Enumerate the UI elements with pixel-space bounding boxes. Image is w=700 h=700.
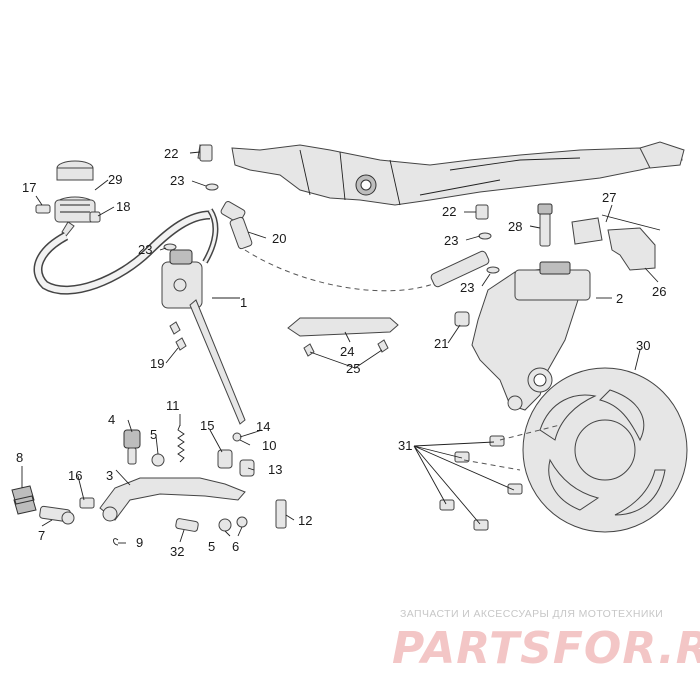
part-label: 5 bbox=[208, 539, 215, 554]
part-label: 17 bbox=[22, 180, 36, 195]
part-label: 18 bbox=[116, 199, 130, 214]
part-label: 23 bbox=[444, 233, 458, 248]
bleed-pin bbox=[537, 203, 553, 247]
chain-guard bbox=[287, 317, 399, 357]
brake-hose bbox=[33, 208, 219, 295]
part-label: 25 bbox=[346, 361, 360, 376]
watermark: ЗАПЧАСТИ И АКСЕССУАРЫ ДЛЯ МОТОТЕХНИКИ PA… bbox=[392, 608, 700, 674]
part-label: 24 bbox=[340, 344, 354, 359]
caliper-bolts bbox=[35, 144, 500, 274]
part-label: 19 bbox=[150, 356, 164, 371]
part-label: 23 bbox=[170, 173, 184, 188]
part-label: 22 bbox=[164, 146, 178, 161]
part-label: 20 bbox=[272, 231, 286, 246]
part-label: 10 bbox=[262, 438, 276, 453]
part-label: 23 bbox=[460, 280, 474, 295]
part-label: 3 bbox=[106, 468, 113, 483]
brake-pedal-assembly bbox=[11, 424, 287, 546]
part-labels: 1 2 3 4 5 5 6 7 8 9 10 11 12 13 14 15 16… bbox=[16, 146, 666, 559]
brake-fluid-reservoir bbox=[54, 160, 96, 237]
part-label: 21 bbox=[434, 336, 448, 351]
part-label: 1 bbox=[240, 295, 247, 310]
watermark-subtitle: ЗАПЧАСТИ И АКСЕССУАРЫ ДЛЯ МОТОТЕХНИКИ bbox=[400, 608, 663, 620]
swingarm-frame bbox=[231, 141, 685, 206]
part-label: 22 bbox=[442, 204, 456, 219]
part-label: 15 bbox=[200, 418, 214, 433]
part-label: 5 bbox=[150, 427, 157, 442]
part-label: 29 bbox=[108, 172, 122, 187]
part-label: 2 bbox=[616, 291, 623, 306]
leader-lines bbox=[21, 151, 659, 544]
part-label: 28 bbox=[508, 219, 522, 234]
part-label: 30 bbox=[636, 338, 650, 353]
part-label: 13 bbox=[268, 462, 282, 477]
part-label: 4 bbox=[108, 412, 115, 427]
part-label: 16 bbox=[68, 468, 82, 483]
brake-disc bbox=[522, 367, 688, 533]
part-label: 14 bbox=[256, 419, 270, 434]
part-label: 32 bbox=[170, 544, 184, 559]
part-label: 27 bbox=[602, 190, 616, 205]
brake-caliper bbox=[430, 250, 591, 411]
part-label: 23 bbox=[138, 242, 152, 257]
master-cylinder bbox=[161, 249, 246, 425]
brake-pads bbox=[571, 214, 661, 271]
watermark-brand: PARTSFOR.RU bbox=[392, 623, 700, 674]
part-label: 8 bbox=[16, 450, 23, 465]
disc-bolts bbox=[439, 424, 561, 531]
part-label: 7 bbox=[38, 528, 45, 543]
part-label: 12 bbox=[298, 513, 312, 528]
part-label: 11 bbox=[166, 398, 180, 413]
part-label: 9 bbox=[136, 535, 143, 550]
part-label: 31 bbox=[398, 438, 412, 453]
part-label: 6 bbox=[232, 539, 239, 554]
part-label: 26 bbox=[652, 284, 666, 299]
